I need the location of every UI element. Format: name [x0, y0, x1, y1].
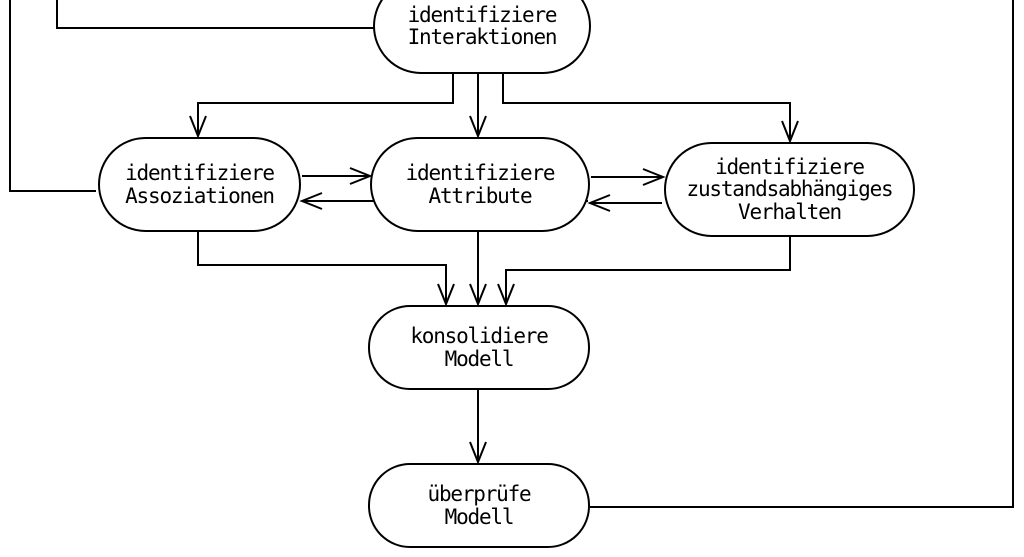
- node-label-line: überprüfe: [427, 482, 532, 506]
- node-label-line: identifiziere: [715, 154, 865, 179]
- node-label-line: Modell: [444, 346, 515, 371]
- node-label-line: zustandsabhängiges: [686, 177, 894, 202]
- node-identifiziere-attribute: identifiziere Attribute: [370, 137, 590, 232]
- edge-top-to-interaktionen: [56, 0, 374, 29]
- edge-verhalten-to-konsolidiere: [497, 237, 791, 307]
- node-identifiziere-interaktionen: identifiziere Interaktionen: [373, 0, 591, 74]
- node-label-line: Verhalten: [738, 199, 842, 224]
- node-label-line: Modell: [444, 504, 515, 529]
- edge-konsolidiere-to-ueberpruefe: [469, 390, 487, 465]
- node-label-line: Assoziationen: [125, 183, 275, 208]
- edge-assoziationen-to-attribute: [302, 167, 373, 185]
- edge-interaktionen-to-assoziationen: [189, 74, 454, 139]
- node-ueberpruefe-modell: überprüfe Modell: [368, 463, 590, 548]
- node-identifiziere-assoziationen: identifiziere Assoziationen: [98, 137, 301, 232]
- node-label-line: identifiziere: [405, 161, 556, 185]
- edge-verhalten-to-attribute: [587, 194, 662, 212]
- edge-attribute-to-verhalten: [591, 168, 666, 186]
- edge-attribute-to-konsolidiere: [469, 232, 487, 307]
- edge-top-to-assoziationen: [9, 0, 96, 192]
- node-label-line: konsolidiere: [410, 324, 549, 348]
- node-label-line: Interaktionen: [407, 25, 558, 49]
- edge-assoziationen-to-konsolidiere: [197, 232, 455, 307]
- edge-interaktionen-to-attribute: [469, 74, 487, 139]
- node-konsolidiere-modell: konsolidiere Modell: [368, 305, 590, 390]
- node-label-line: identifiziere: [125, 161, 275, 185]
- node-identifiziere-zustandsabhaengiges-verhalten: identifiziere zustandsabhängiges Verhalt…: [664, 142, 915, 237]
- edge-ueberpruefe-feedback-top: [590, 0, 1014, 508]
- edge-interaktionen-to-verhalten: [502, 74, 799, 144]
- node-label-line: identifiziere: [407, 2, 558, 27]
- node-label-line: Attribute: [428, 183, 533, 208]
